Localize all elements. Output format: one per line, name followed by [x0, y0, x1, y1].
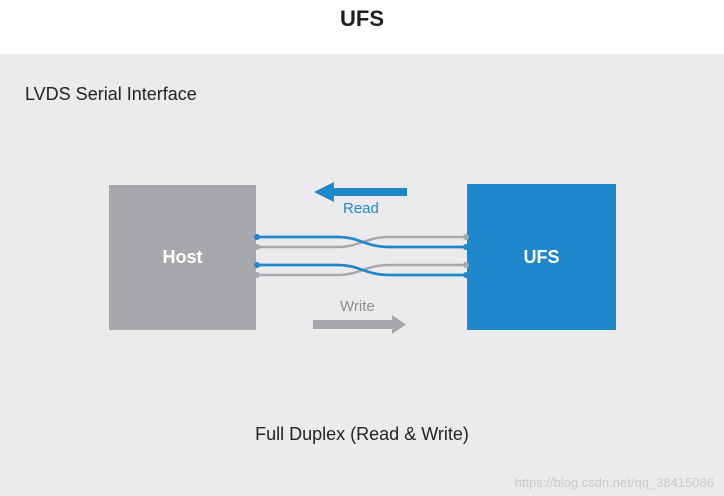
diagram-panel: LVDS Serial Interface Host UFS	[0, 54, 724, 496]
ufs-box: UFS	[467, 184, 616, 330]
ufs-connector-dots	[463, 234, 469, 278]
host-label: Host	[162, 247, 203, 267]
duplex-caption: Full Duplex (Read & Write)	[255, 424, 469, 444]
lane-lines	[254, 182, 469, 334]
read-arrow-icon	[314, 182, 407, 202]
lane-pair-2	[257, 263, 466, 277]
ufs-label: UFS	[523, 246, 560, 267]
host-box: Host	[109, 185, 256, 330]
write-arrow-icon	[313, 315, 406, 334]
host-connector-dots	[254, 234, 260, 278]
watermark: https://blog.csdn.net/qq_38415086	[514, 475, 715, 490]
diagram-title: UFS	[340, 6, 384, 31]
write-label: Write	[340, 298, 375, 315]
interface-label: LVDS Serial Interface	[25, 84, 197, 104]
lane-pair-1	[257, 235, 466, 249]
read-label: Read	[343, 200, 379, 217]
